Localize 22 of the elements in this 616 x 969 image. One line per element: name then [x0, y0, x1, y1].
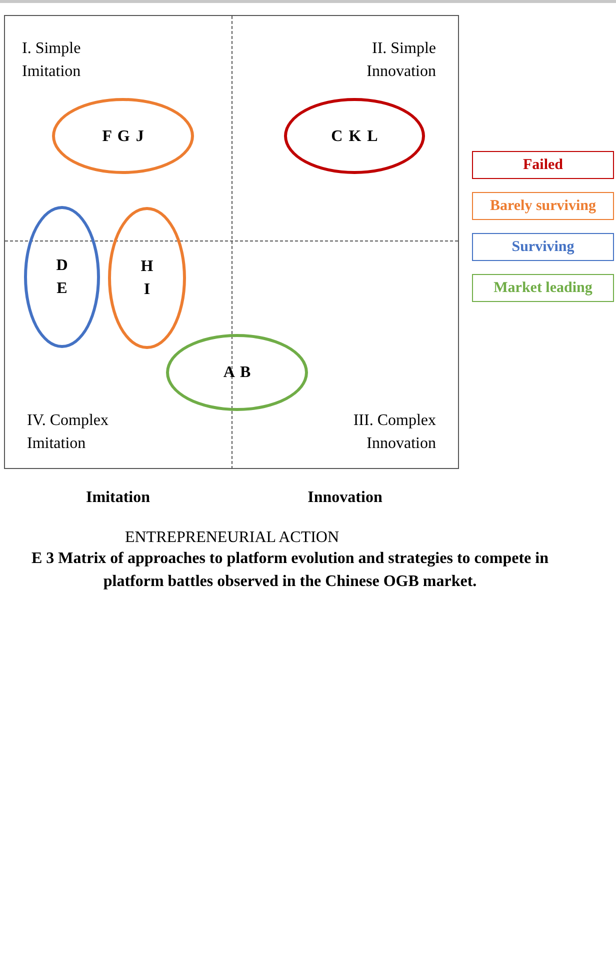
- node-label: C K L: [330, 126, 379, 146]
- axis-title: ENTREPRENEURIAL ACTION: [124, 528, 340, 548]
- ellipse: [108, 207, 186, 349]
- legend-label: Surviving: [512, 238, 574, 256]
- quadrant-label: II. Simple Innovation: [366, 39, 436, 82]
- legend-label: Barely surviving: [490, 198, 596, 214]
- axis-label: Imitation: [85, 488, 151, 508]
- quadrant-label: IV. Complex Imitation: [27, 411, 110, 454]
- ellipse: [166, 334, 308, 411]
- node-label: F G J: [101, 126, 145, 146]
- ellipse: [284, 98, 425, 174]
- legend-label: Failed: [523, 156, 563, 174]
- node-label: A B: [222, 363, 252, 383]
- legend-label: Market leading: [494, 280, 592, 296]
- caption: E 3 Matrix of approaches to platform evolution and strategies to compete in platform battles observed in the Chinese OGB market.: [30, 549, 550, 592]
- quadrant-label: I. Simple Imitation: [22, 39, 82, 82]
- quadrant-label: III. Complex Innovation: [352, 411, 436, 454]
- node-label: H I: [140, 257, 154, 300]
- ellipse: [24, 206, 100, 348]
- ellipse: [52, 98, 194, 174]
- node-label: D E: [55, 256, 69, 299]
- axis-label: Innovation: [306, 488, 384, 508]
